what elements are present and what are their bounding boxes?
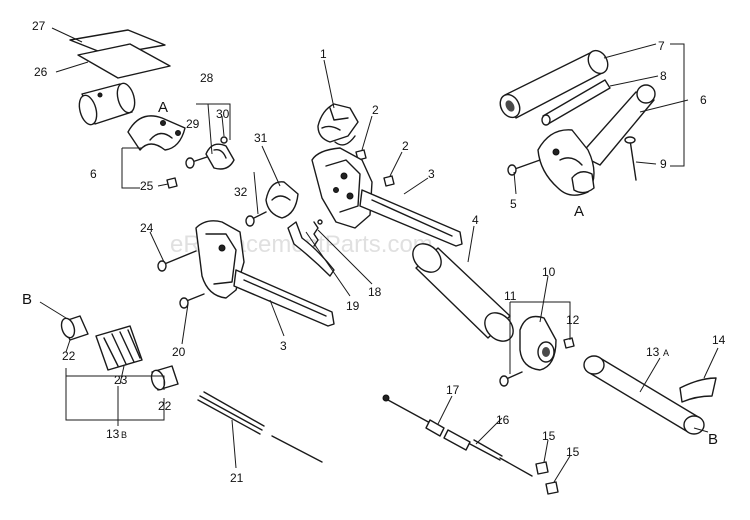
- callout-13-b: 13: [106, 427, 120, 441]
- callout-7: 7: [658, 39, 665, 53]
- part-label-14: [679, 377, 717, 403]
- callout-15-b: 15: [566, 445, 580, 459]
- callout-4: 4: [472, 213, 479, 227]
- connection-markers: A A B B: [22, 99, 718, 448]
- callout-31: 31: [254, 131, 268, 145]
- callout-13-a-suffix: A: [663, 348, 669, 358]
- callout-6-left: 6: [90, 167, 97, 181]
- part-screw-5: [507, 159, 541, 176]
- part-grip-7: [499, 49, 609, 119]
- callout-24: 24: [140, 221, 154, 235]
- marker-a-right: A: [574, 203, 584, 220]
- marker-a-left: A: [158, 99, 168, 116]
- callout-32: 32: [234, 185, 248, 199]
- callout-5: 5: [510, 197, 517, 211]
- part-tube-upper-left: [78, 82, 136, 126]
- callout-28: 28: [200, 71, 214, 85]
- callout-11: 11: [504, 289, 517, 303]
- callout-14: 14: [712, 333, 726, 347]
- part-clamp-10: [519, 315, 557, 371]
- marker-b-right: B: [708, 431, 718, 448]
- callout-22-right: 22: [158, 399, 172, 413]
- callout-27: 27: [32, 19, 46, 33]
- callout-13-b-suffix: B: [121, 430, 127, 440]
- callout-15-a: 15: [542, 429, 556, 443]
- callout-2-b: 2: [402, 139, 409, 153]
- part-nut-12: [563, 337, 575, 349]
- callout-23: 23: [114, 373, 128, 387]
- callout-labels: 27 26 1 2 2 3 4 5 7 8 6 9 6 25 28 29 30 …: [32, 19, 726, 485]
- callout-16: 16: [496, 413, 510, 427]
- leader-lines: [39, 27, 719, 483]
- part-screw-20: [179, 293, 205, 309]
- part-tube-4: [412, 243, 514, 342]
- callout-10: 10: [542, 265, 556, 279]
- part-collar-22-right: [150, 365, 179, 391]
- callout-18: 18: [368, 285, 382, 299]
- callout-26: 26: [34, 65, 48, 79]
- part-screw-9: [624, 136, 637, 181]
- callout-8: 8: [660, 69, 667, 83]
- callout-17: 17: [446, 383, 460, 397]
- callout-19: 19: [346, 299, 360, 313]
- part-screw-32: [245, 211, 267, 227]
- callout-3-lower: 3: [280, 339, 287, 353]
- part-cable-21: [197, 391, 323, 463]
- part-label-pad-26: [77, 43, 171, 79]
- part-screw-11: [499, 371, 523, 387]
- part-spring-18: [313, 219, 323, 247]
- callout-20: 20: [172, 345, 186, 359]
- part-nut-25: [166, 177, 178, 189]
- callout-2-a: 2: [372, 103, 379, 117]
- part-nut-2-b: [383, 175, 395, 187]
- part-pin-8: [541, 79, 611, 126]
- callout-21: 21: [230, 471, 244, 485]
- part-label-pad-27: [69, 29, 166, 56]
- callout-9: 9: [660, 157, 667, 171]
- part-handle-6-right: [537, 84, 656, 196]
- callout-30: 30: [216, 107, 230, 121]
- part-clamp-6-left: [127, 115, 186, 151]
- callout-22-left: 22: [62, 349, 76, 363]
- part-core-23: [95, 325, 143, 371]
- callout-3-upper: 3: [428, 167, 435, 181]
- marker-b-left: B: [22, 291, 32, 308]
- callout-12: 12: [566, 313, 580, 327]
- part-screw-24: [157, 250, 197, 272]
- callout-1: 1: [320, 47, 327, 61]
- part-clamp-ring-31: [265, 181, 299, 219]
- part-shaft-13a: [583, 355, 705, 435]
- callout-25: 25: [140, 179, 154, 193]
- part-housing-3-upper: [311, 147, 463, 247]
- part-housing-3-lower: [195, 220, 335, 327]
- part-trigger-1: [317, 103, 359, 146]
- callout-13-a: 13: [646, 345, 660, 359]
- part-cable-17-16: [382, 394, 533, 477]
- callout-6-right: 6: [700, 93, 707, 107]
- part-nut-15-a: [535, 461, 549, 475]
- part-lever-19: [287, 221, 335, 277]
- part-nut-15-b: [545, 481, 559, 495]
- part-collar-22-left: [60, 315, 89, 341]
- callout-29: 29: [186, 117, 200, 131]
- part-clamp-ring-28: [205, 136, 235, 170]
